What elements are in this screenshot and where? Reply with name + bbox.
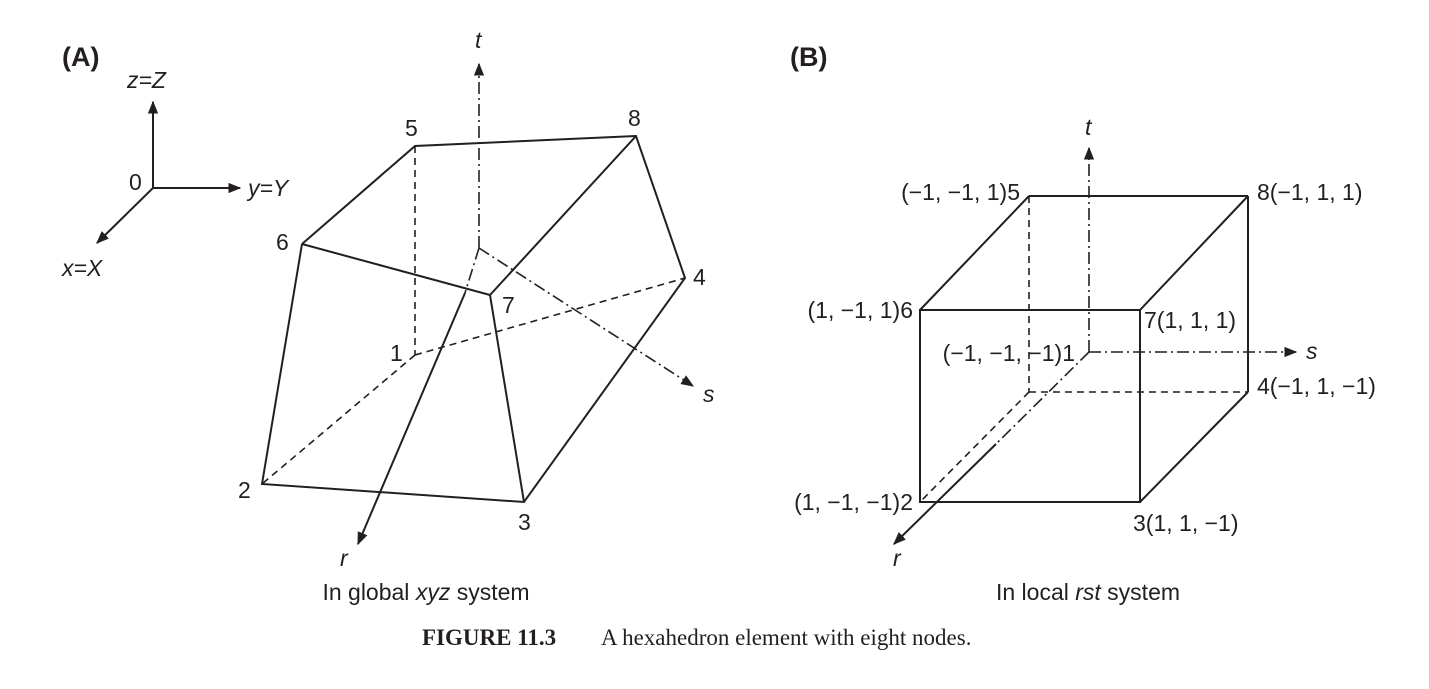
edge-6-7: [301, 243, 491, 296]
natural-axes-a: t s r: [340, 27, 715, 571]
x-axis-label: x=X: [61, 255, 104, 281]
r-axis-a-hidden: [464, 247, 480, 294]
node-4-label: 4: [693, 264, 706, 290]
edge-7-3: [489, 294, 525, 503]
figure-caption-text: A hexahedron element with eight nodes.: [601, 625, 971, 650]
r-label-a: r: [340, 545, 349, 571]
s-axis-a: [478, 247, 695, 387]
node-2-label: 2: [238, 477, 251, 503]
r-axis-a: [357, 292, 466, 546]
node-6-coords: (1, −1, 1)6: [808, 297, 913, 323]
panel-a: (A) z=Z y=Y x=X 0: [61, 27, 715, 605]
node-2-coords: (1, −1, −1)2: [794, 489, 913, 515]
edge-3-4-b: [1139, 391, 1249, 503]
figure-number: FIGURE 11.3: [422, 625, 556, 650]
node-5-label: 5: [405, 115, 418, 141]
t-label-a: t: [475, 27, 483, 53]
edge-7-8: [489, 135, 637, 296]
panel-b-label: (B): [790, 42, 827, 72]
z-axis-label: z=Z: [126, 67, 167, 93]
node-8-coords: 8(−1, 1, 1): [1257, 179, 1362, 205]
global-hexahedron: [260, 134, 687, 504]
t-label-b: t: [1085, 114, 1093, 140]
panel-a-caption: In global xyz system: [322, 579, 529, 605]
edge-1-2-b: [919, 391, 1030, 503]
node-7-label: 7: [502, 292, 515, 318]
node-3-coords: 3(1, 1, −1): [1133, 510, 1238, 536]
local-cube: [919, 195, 1249, 503]
front-face: [919, 309, 1141, 503]
edge-7-8-b: [1139, 195, 1249, 311]
global-axes-triad: z=Z y=Y x=X 0: [61, 67, 290, 281]
y-axis-label: y=Y: [246, 175, 290, 201]
panel-a-label: (A): [62, 42, 99, 72]
node-5-coords: (−1, −1, 1)5: [901, 179, 1020, 205]
node-7-coords: 7(1, 1, 1): [1144, 307, 1236, 333]
r-label-b: r: [893, 545, 902, 571]
edge-1-2: [261, 354, 416, 485]
x-axis: [96, 187, 154, 244]
s-label-a: s: [703, 381, 715, 407]
panel-b-caption: In local rst system: [996, 579, 1180, 605]
node-labels-b: (−1, −1, 1)5 8(−1, 1, 1) (1, −1, 1)6 7(1…: [794, 179, 1376, 536]
figure-caption: FIGURE 11.3 A hexahedron element with ei…: [422, 625, 971, 650]
origin-label: 0: [129, 169, 142, 195]
natural-axes-b: t s r: [893, 114, 1318, 571]
r-axis-b: [893, 443, 997, 545]
node-labels-a: 1 2 3 4 5 6 7 8: [238, 105, 706, 535]
edge-1-4: [414, 277, 686, 356]
node-1-coords: (−1, −1, −1)1: [943, 340, 1075, 366]
outer-outline: [260, 134, 687, 504]
node-4-coords: 4(−1, 1, −1): [1257, 373, 1376, 399]
panel-b: (B) t s r (−1, −1, 1)5: [790, 42, 1376, 605]
node-3-label: 3: [518, 509, 531, 535]
node-1-label: 1: [390, 340, 403, 366]
s-label-b: s: [1306, 338, 1318, 364]
edge-6-5-b: [919, 195, 1030, 311]
node-8-label: 8: [628, 105, 641, 131]
node-6-label: 6: [276, 229, 289, 255]
